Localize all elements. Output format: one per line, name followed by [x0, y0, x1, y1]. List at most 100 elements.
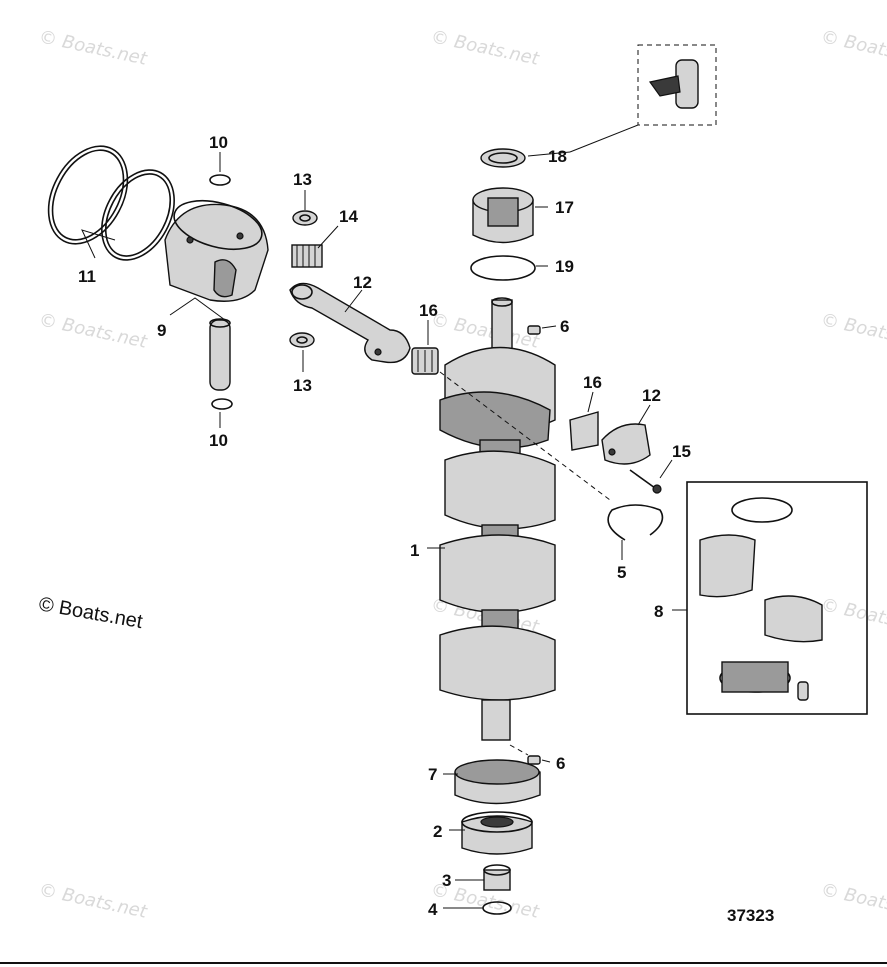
crankshaft-nose-end — [491, 297, 513, 307]
thrust-washer — [292, 210, 318, 226]
inset-frame — [637, 44, 717, 126]
piston-hole — [186, 236, 194, 244]
kit-bearing-half — [764, 595, 823, 643]
watermark: © Boats.net — [37, 309, 150, 353]
rod-bearing-left — [411, 320, 439, 375]
piston-rings — [47, 145, 175, 261]
small-end-parts — [289, 190, 339, 372]
rod-bolt-shank — [629, 469, 656, 489]
piston-pin-boss — [213, 259, 237, 298]
roller-bearing-rollers — [487, 197, 519, 227]
ball-bearing-bore — [480, 816, 514, 828]
kit-ring — [731, 497, 793, 523]
washer-hole — [299, 214, 311, 222]
callout-12: 12 — [353, 273, 372, 292]
copyright-text: © Boats.net — [37, 593, 144, 633]
wrist-pin-end — [209, 318, 231, 328]
retaining-clip — [211, 398, 233, 410]
bearing-half — [569, 411, 599, 451]
kit-frame — [686, 481, 868, 715]
rod-bolt-head — [652, 484, 662, 494]
watermark: © Boats.net — [819, 309, 887, 353]
leader-line — [569, 124, 639, 153]
dowel-pin — [527, 755, 541, 765]
watermark: © Boats.net — [37, 879, 150, 923]
leader-line — [169, 297, 226, 321]
piston-ring-inner-edge — [51, 149, 125, 241]
lower-seal-top — [454, 759, 540, 785]
kit-rollers — [721, 661, 789, 693]
rod-cap-parts — [569, 391, 673, 560]
washer-hole — [296, 336, 308, 344]
callout-16: 16 — [583, 373, 602, 392]
piston-body — [164, 203, 269, 302]
callout-3: 3 — [442, 871, 451, 890]
piston-ring — [47, 145, 129, 245]
seal-ring — [480, 148, 526, 168]
crankshaft — [427, 297, 611, 741]
callout-8: 8 — [654, 602, 663, 621]
upper-bearing-stack — [470, 148, 571, 281]
leader-line — [527, 151, 571, 157]
watermark: © Boats.net — [819, 26, 887, 70]
leader-line — [541, 325, 557, 329]
piston-ring — [101, 169, 175, 261]
leader-line — [541, 759, 551, 763]
lower-bearing-stack — [443, 759, 541, 915]
small-end-eye — [291, 284, 313, 300]
connecting-rod — [289, 282, 411, 364]
callout-14: 14 — [339, 207, 358, 226]
crank-web-3 — [439, 534, 556, 614]
wrist-pin-assembly — [209, 152, 233, 428]
crankshaft-nose — [491, 299, 513, 351]
retaining-ring — [607, 504, 664, 541]
ball-bearing — [461, 815, 533, 855]
piston-crown — [173, 199, 263, 251]
callout-10: 10 — [209, 431, 228, 450]
callout-17: 17 — [555, 198, 574, 217]
leader-line — [81, 229, 116, 259]
leader-line — [344, 289, 363, 313]
leader-line — [637, 404, 651, 426]
piston — [164, 199, 269, 321]
callout-13: 13 — [293, 170, 312, 189]
dowel-pins — [509, 325, 557, 765]
callout-6: 6 — [556, 754, 565, 773]
callout-16: 16 — [419, 301, 438, 320]
rod-bolt — [374, 348, 382, 356]
callout-6: 6 — [560, 317, 569, 336]
callout-2: 2 — [433, 822, 442, 841]
ball-bearing-top — [461, 811, 533, 833]
figure-number: 37323 — [727, 906, 774, 925]
rod-cap — [601, 423, 651, 465]
crankshaft-tail — [481, 699, 511, 741]
callout-9: 9 — [157, 321, 166, 340]
rod-body — [289, 282, 411, 364]
callout-labels: 1 2 3 4 5 6 6 7 8 9 10 10 11 12 12 13 13… — [78, 133, 691, 919]
callout-4: 4 — [428, 900, 438, 919]
inset-tool — [648, 75, 681, 97]
thrust-washer — [289, 332, 315, 348]
bushing-top — [483, 864, 511, 876]
kit-bearing-half — [699, 534, 756, 598]
wrist-pin — [209, 319, 231, 391]
leader-line — [317, 225, 339, 249]
watermark: © Boats.net — [819, 594, 887, 638]
kit-pin — [797, 681, 809, 701]
callout-10: 10 — [209, 133, 228, 152]
watermark: © Boats.net — [429, 26, 542, 70]
rod-cap-hole — [608, 448, 616, 456]
assembly-line — [509, 744, 529, 756]
watermark: © Boats.net — [819, 879, 887, 923]
leader-line — [659, 459, 673, 479]
callout-11: 11 — [78, 267, 96, 286]
crank-web-2 — [444, 450, 556, 530]
watermark: © Boats.net — [429, 309, 542, 353]
o-ring — [470, 255, 536, 281]
piston-ring-inner-edge — [104, 173, 172, 257]
crank-web-4 — [439, 625, 556, 701]
leader-line — [587, 391, 594, 413]
dowel-pin — [527, 325, 541, 335]
